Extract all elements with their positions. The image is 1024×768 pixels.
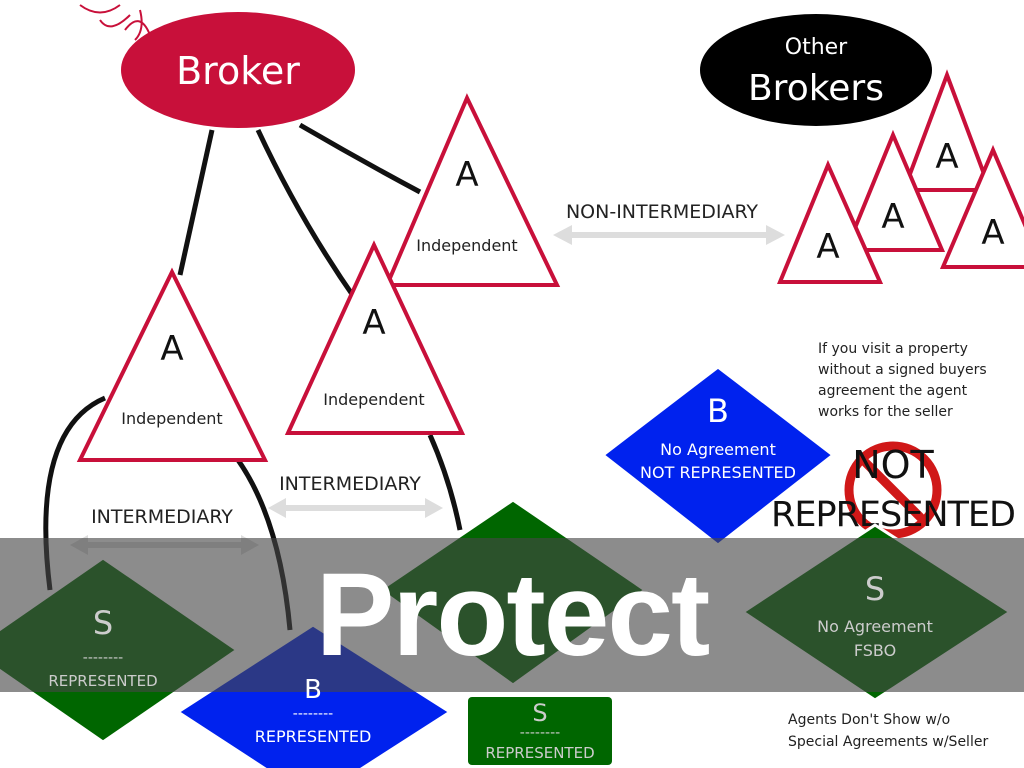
non-intermediary-label: NON-INTERMEDIARY: [566, 201, 758, 223]
slide-title: Protect: [315, 549, 711, 681]
title-overlay-band: [0, 538, 1024, 692]
svg-text:Independent: Independent: [121, 409, 222, 428]
svg-text:--------: --------: [520, 725, 560, 741]
svg-text:No Agreement: No Agreement: [660, 440, 776, 459]
other-agent-triangle: A: [777, 159, 884, 284]
svg-text:REPRESENTED: REPRESENTED: [485, 744, 594, 762]
svg-text:works for the seller: works for the seller: [818, 404, 953, 420]
agent-triangle: A Independent: [383, 93, 561, 287]
other-agent-triangle: A: [843, 129, 946, 252]
visit-note: If you visit a property without a signed…: [818, 341, 987, 420]
svg-text:S: S: [865, 570, 885, 608]
svg-text:REPRESENTED: REPRESENTED: [48, 672, 157, 690]
svg-text:No Agreement: No Agreement: [817, 617, 933, 636]
svg-text:A: A: [455, 155, 478, 195]
svg-text:Agents Don't Show w/o: Agents Don't Show w/o: [788, 712, 950, 728]
svg-text:--------: --------: [83, 650, 123, 666]
seller-represented-labels: S -------- REPRESENTED: [48, 604, 157, 690]
svg-text:If you visit a property: If you visit a property: [818, 341, 968, 357]
intermediary-label: INTERMEDIARY: [279, 473, 421, 495]
svg-text:A: A: [981, 213, 1004, 253]
svg-text:REPRESENTED: REPRESENTED: [255, 727, 372, 746]
svg-text:Special Agreements w/Seller: Special Agreements w/Seller: [788, 734, 988, 750]
svg-text:Independent: Independent: [416, 236, 517, 255]
svg-text:A: A: [816, 227, 839, 267]
no-sign-icon: [844, 441, 942, 539]
non-intermediary-arrow: [553, 225, 785, 245]
svg-text:S: S: [93, 604, 113, 642]
other-agent-triangle: A: [901, 69, 993, 192]
svg-text:S: S: [532, 699, 547, 727]
svg-text:Independent: Independent: [323, 390, 424, 409]
broker-label: Broker: [176, 49, 300, 93]
svg-text:agreement the agent: agreement the agent: [818, 383, 968, 399]
svg-text:A: A: [160, 329, 183, 369]
broker-node: [121, 12, 355, 128]
svg-text:without a signed buyers: without a signed buyers: [818, 362, 987, 378]
svg-text:B: B: [707, 392, 729, 430]
other-brokers-line1: Other: [785, 35, 848, 60]
intermediary-label: INTERMEDIARY: [91, 506, 233, 528]
svg-text:A: A: [362, 303, 385, 343]
agent-triangle: A Independent: [284, 240, 466, 435]
intermediary-arrow-right: [268, 498, 443, 518]
svg-text:FSBO: FSBO: [854, 641, 896, 660]
other-brokers-line2: Brokers: [748, 68, 884, 109]
seller-represented-middle-labels: S -------- REPRESENTED: [468, 697, 612, 765]
agent-triangle: A Independent: [76, 267, 269, 462]
svg-text:A: A: [881, 197, 904, 237]
svg-text:B: B: [304, 675, 322, 705]
not-represented-line1: NOT: [852, 443, 934, 487]
other-brokers-node: [700, 14, 932, 126]
logo-scribble: [79, 4, 151, 41]
buyer-no-agreement-diamond: B No Agreement NOT REPRESENTED: [600, 365, 836, 547]
svg-text:NOT REPRESENTED: NOT REPRESENTED: [640, 463, 796, 482]
not-represented-line2: REPRESENTED: [771, 495, 1015, 535]
buyer-represented-labels: B -------- REPRESENTED: [255, 675, 372, 746]
fsbo-note: Agents Don't Show w/o Special Agreements…: [788, 712, 988, 750]
other-agent-triangle: A: [939, 144, 1024, 269]
svg-text:--------: --------: [293, 706, 333, 722]
seller-fsbo-labels: S No Agreement FSBO: [817, 570, 933, 660]
svg-text:A: A: [935, 137, 958, 177]
